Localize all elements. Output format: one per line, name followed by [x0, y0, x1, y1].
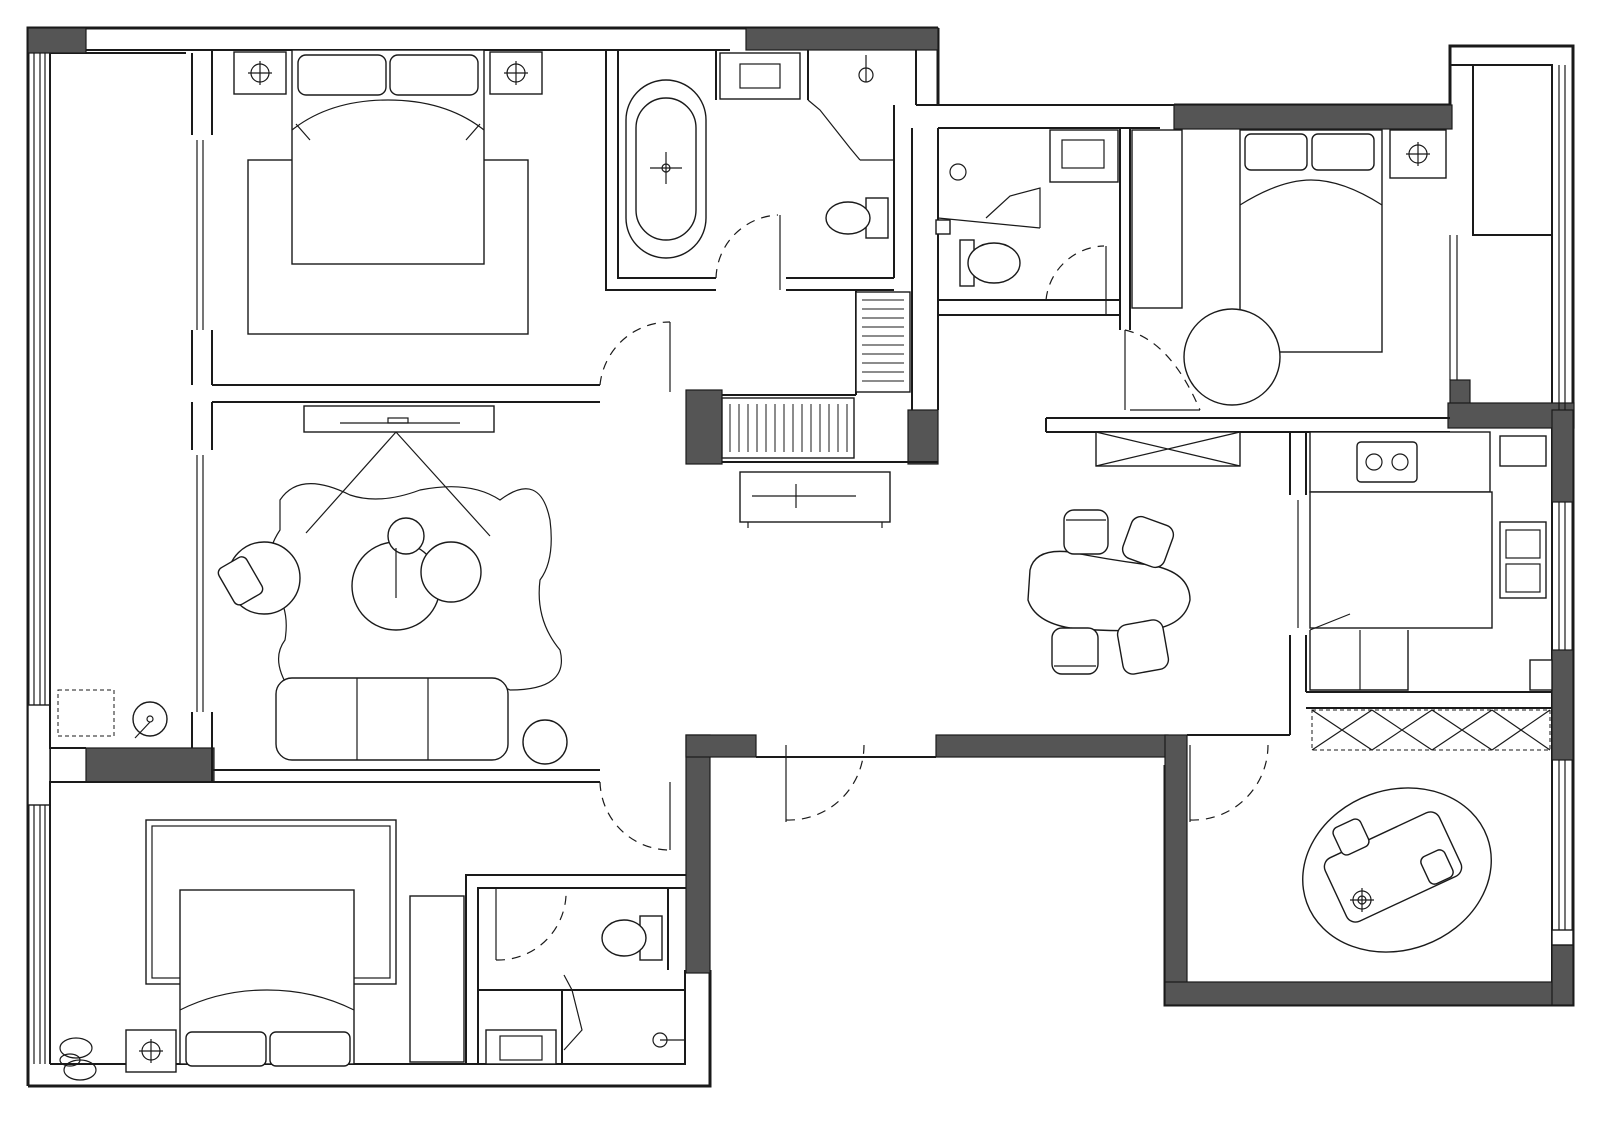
dining-table [1027, 550, 1191, 632]
side-table [522, 719, 568, 765]
bedside-lamp [489, 51, 543, 95]
double-bed [179, 889, 355, 1067]
coffee-table [351, 517, 482, 631]
master-bathroom [625, 52, 894, 259]
armchair [217, 541, 301, 615]
pendant-lamp [1350, 888, 1374, 912]
stove [1356, 441, 1418, 483]
bench [739, 471, 891, 528]
toilet [825, 197, 889, 239]
plant [59, 1037, 97, 1081]
wardrobe [721, 291, 911, 459]
doors [495, 214, 1269, 961]
dining-area [1027, 509, 1191, 675]
study [1302, 787, 1492, 953]
desk-chair [1332, 818, 1370, 856]
toilet [959, 239, 1021, 287]
double-bed [291, 49, 485, 265]
round-rug [1183, 308, 1281, 406]
sofa [275, 677, 509, 761]
bathroom-3 [485, 915, 684, 1065]
desk-chair [1420, 849, 1454, 885]
bathroom-2 [935, 129, 1119, 287]
bathtub [625, 79, 707, 259]
shoe-cabinet [1311, 709, 1551, 751]
left-balcony-rails [27, 53, 214, 1064]
dining-chair [1121, 515, 1175, 569]
shower [563, 974, 684, 1051]
double-bed [1239, 129, 1383, 353]
bedside-lamp [1389, 129, 1447, 179]
kitchen [1309, 431, 1553, 691]
living-room [217, 405, 891, 765]
bedroom-3 [59, 819, 465, 1081]
washbasin [1049, 129, 1119, 183]
dining-chair [1051, 627, 1099, 675]
wardrobe [409, 895, 465, 1063]
master-bedroom [233, 49, 543, 335]
shower [937, 163, 1041, 229]
island [1309, 491, 1493, 629]
bedside-lamp [233, 51, 287, 95]
tv-console [303, 405, 495, 433]
rug [267, 431, 562, 691]
balcony-basin [57, 689, 168, 739]
bedside-lamp [125, 1029, 177, 1073]
bedroom-2 [1131, 129, 1447, 406]
dining-chair [1063, 509, 1109, 555]
shower [807, 55, 894, 161]
tv-console [1095, 431, 1241, 467]
kitchen-sink [1499, 521, 1547, 599]
structural-columns [27, 27, 1575, 1006]
desk [1323, 811, 1463, 923]
washbasin [485, 1029, 557, 1065]
dining-chair [1116, 619, 1170, 675]
washbasin [719, 52, 801, 100]
toilet [601, 915, 663, 961]
right-window-rails [1449, 64, 1574, 946]
